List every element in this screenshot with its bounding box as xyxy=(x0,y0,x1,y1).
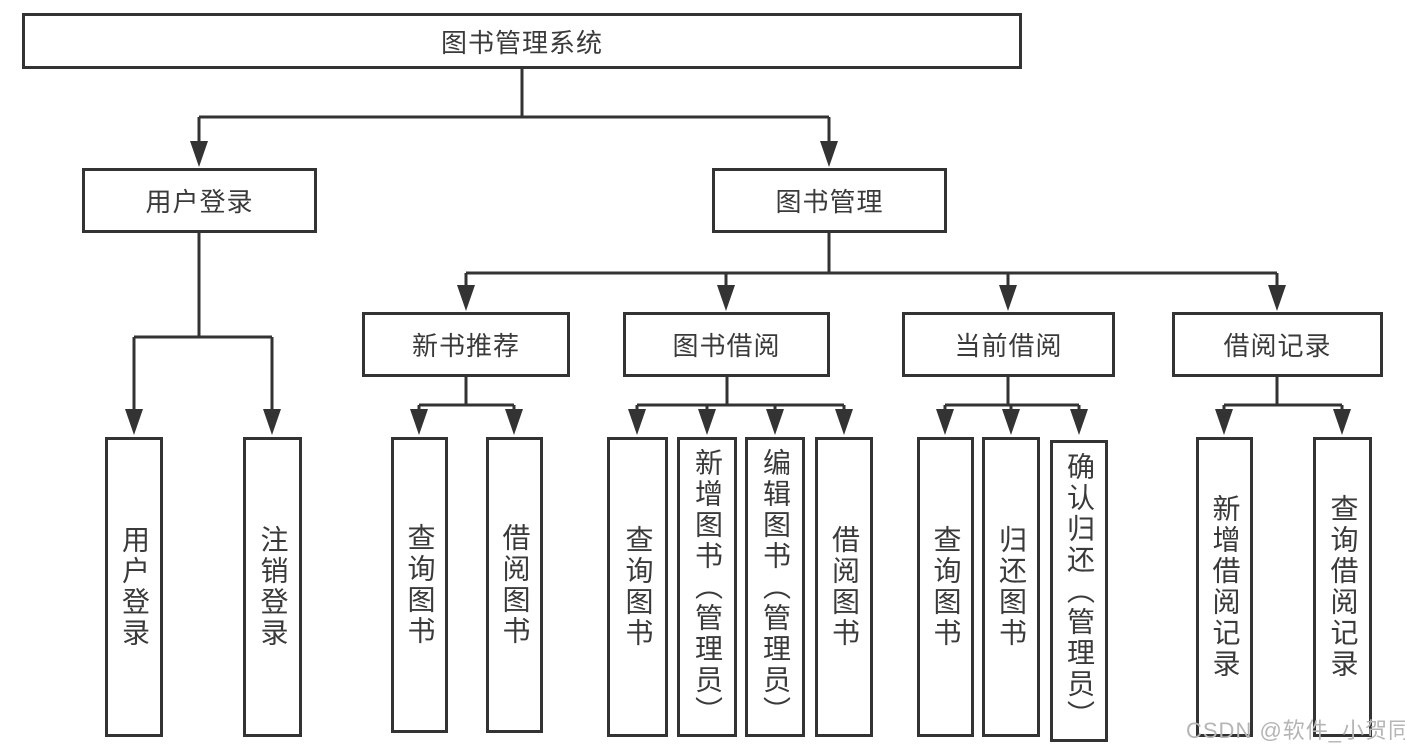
leaf-user-login: 用户登录 xyxy=(105,437,163,737)
node-user-login: 用户登录 xyxy=(82,168,317,233)
node-book-borrowing: 图书借阅 xyxy=(623,312,830,377)
node-current-borrowing: 当前借阅 xyxy=(902,312,1115,377)
leaf-cb-confirm-return-admin-label: 确认归还（管理员） xyxy=(1064,451,1095,731)
leaf-br-add-record-label: 新增借阅记录 xyxy=(1209,494,1241,680)
leaf-cb-query-books-label: 查询图书 xyxy=(930,525,962,649)
leaf-cb-return-books: 归还图书 xyxy=(982,437,1040,737)
leaf-nb-query-books: 查询图书 xyxy=(391,437,448,733)
leaf-bb-edit-books-admin-label: 编辑图书（管理员） xyxy=(760,447,791,727)
leaf-logout-label: 注销登录 xyxy=(257,525,289,649)
node-new-book-recommend: 新书推荐 xyxy=(362,312,570,377)
leaf-bb-borrow-books-label: 借阅图书 xyxy=(829,525,860,649)
leaf-br-add-record: 新增借阅记录 xyxy=(1196,437,1253,737)
leaf-bb-borrow-books: 借阅图书 xyxy=(815,437,873,737)
leaf-logout: 注销登录 xyxy=(243,437,302,737)
leaf-br-query-record-label: 查询借阅记录 xyxy=(1327,494,1359,680)
node-book-management: 图书管理 xyxy=(712,168,947,233)
leaf-br-query-record: 查询借阅记录 xyxy=(1313,437,1372,737)
leaf-nb-borrow-books-label: 借阅图书 xyxy=(499,523,531,647)
leaf-cb-query-books: 查询图书 xyxy=(917,437,974,737)
leaf-bb-add-books-admin-label: 新增图书（管理员） xyxy=(692,447,723,727)
leaf-bb-add-books-admin: 新增图书（管理员） xyxy=(677,437,737,737)
leaf-nb-borrow-books: 借阅图书 xyxy=(486,437,543,733)
leaf-bb-edit-books-admin: 编辑图书（管理员） xyxy=(745,437,805,737)
node-borrow-records: 借阅记录 xyxy=(1172,312,1383,377)
leaf-nb-query-books-label: 查询图书 xyxy=(404,523,436,647)
node-system-root: 图书管理系统 xyxy=(22,13,1022,69)
leaf-cb-return-books-label: 归还图书 xyxy=(996,525,1027,649)
leaf-user-login-label: 用户登录 xyxy=(119,525,150,649)
leaf-cb-confirm-return-admin: 确认归还（管理员） xyxy=(1050,440,1108,742)
csdn-watermark: CSDN @软件_小贺同学 xyxy=(1186,718,1405,743)
leaf-bb-query-books: 查询图书 xyxy=(607,437,668,737)
leaf-bb-query-books-label: 查询图书 xyxy=(622,525,654,649)
